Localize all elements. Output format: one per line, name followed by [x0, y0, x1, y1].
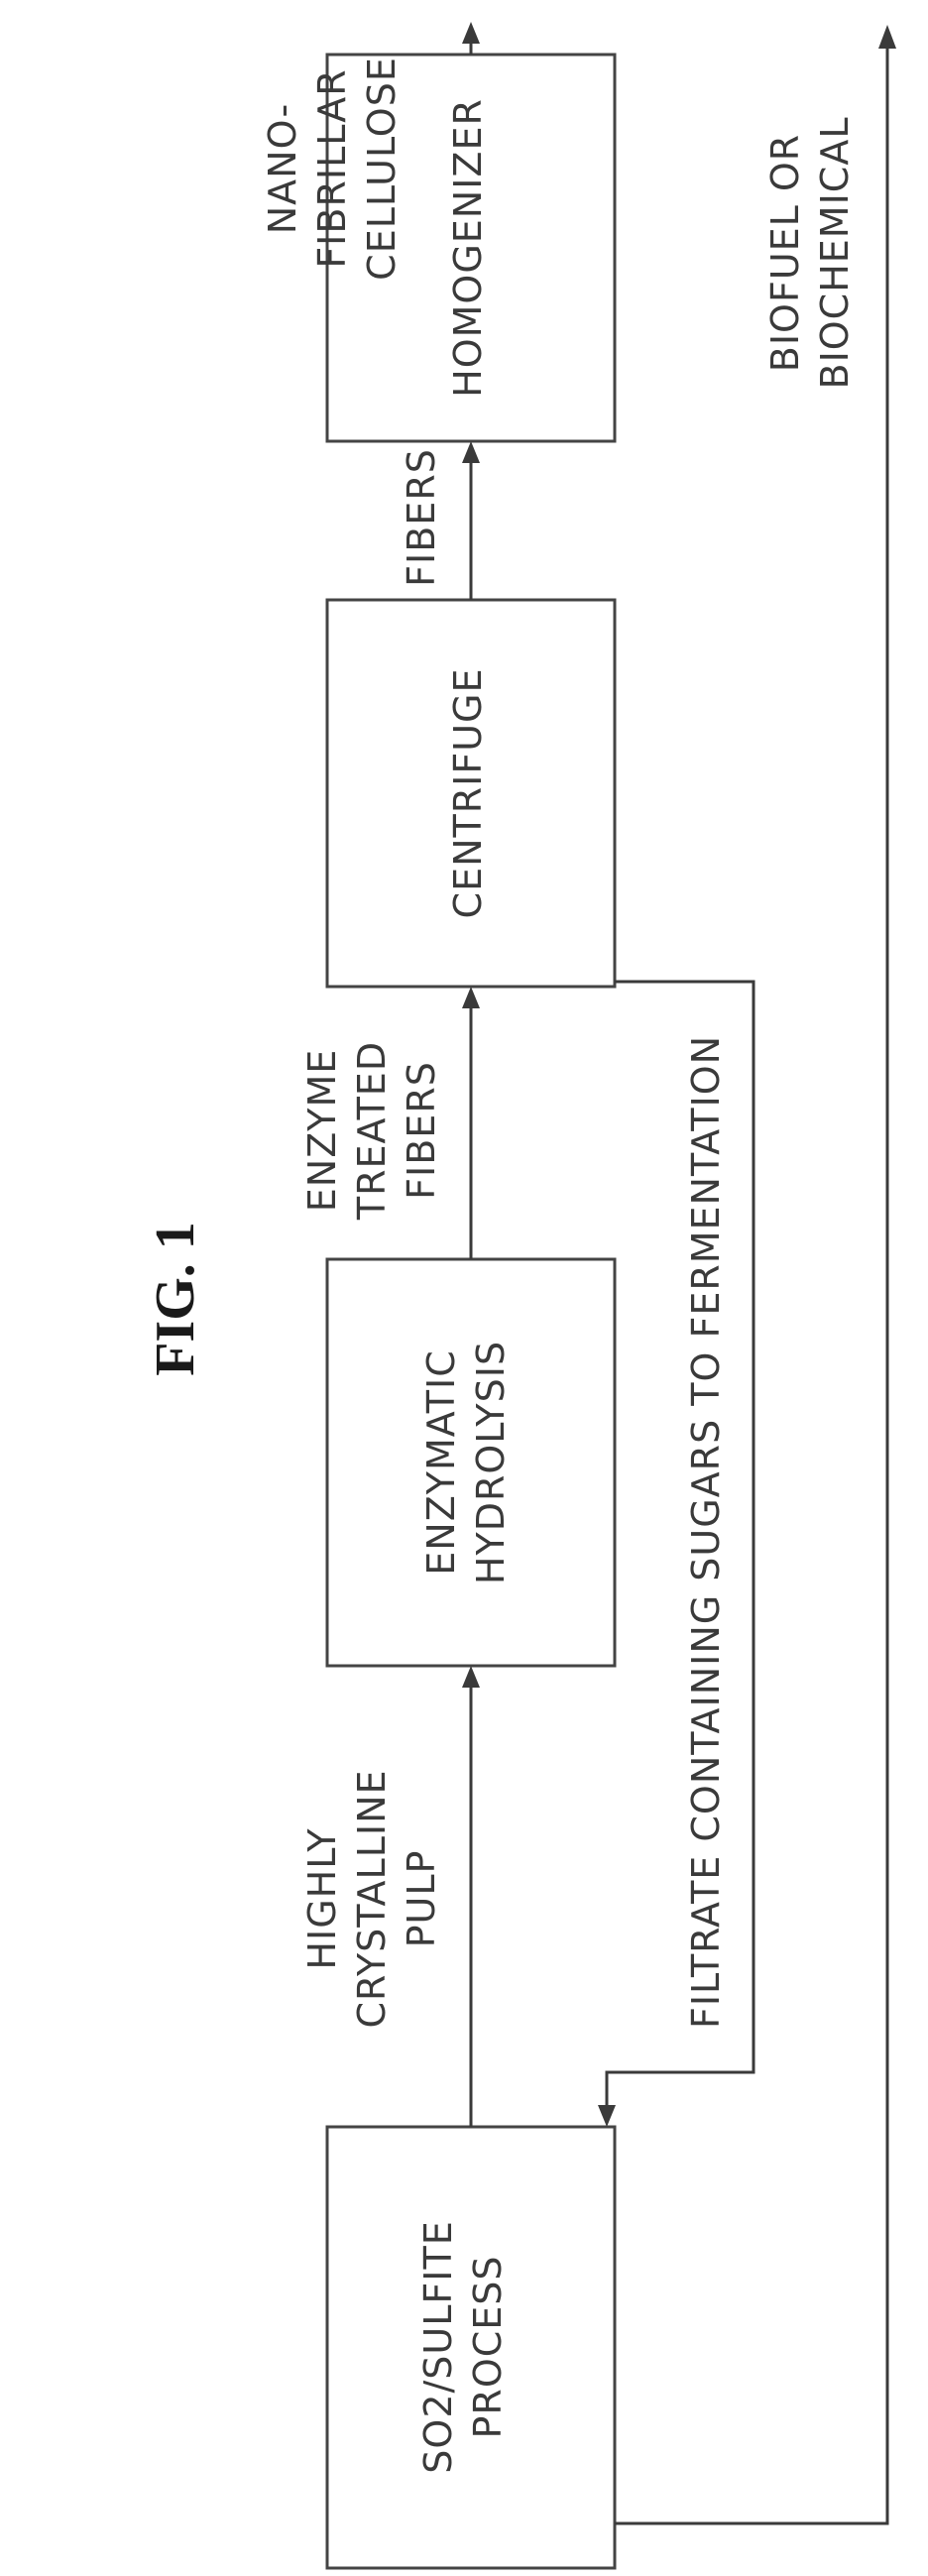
arrow-enzyme-fibers-head	[462, 987, 480, 1008]
enzyme-treated-fibers-label-line1: ENZYME	[300, 1049, 344, 1212]
so2-sulfite-box-label-line1: SO2/SULFITE	[416, 2220, 460, 2473]
biofuel-line	[615, 45, 887, 2523]
filtrate-return-head	[598, 2105, 616, 2127]
filtrate-label: FILTRATE CONTAINING SUGARS TO FERMENTATI…	[684, 1035, 728, 2029]
so2-sulfite-box-label-line2: PROCESS	[466, 2255, 510, 2438]
homogenizer-box-label: HOMOGENIZER	[446, 98, 490, 398]
nano-fibrillar-cellulose-label-line1: NANO-	[261, 103, 304, 235]
centrifuge-box-label: CENTRIFUGE	[446, 668, 490, 919]
arrow-pulp-head	[462, 1666, 480, 1688]
fibers-label: FIBERS	[400, 448, 443, 587]
enzyme-treated-fibers-label-line2: TREATED	[350, 1041, 394, 1221]
biofuel-head	[878, 25, 896, 49]
highly-crystalline-pulp-label-line1: HIGHLY	[300, 1827, 344, 1969]
nano-fibrillar-cellulose-label-line2: FIBRILLAR	[310, 68, 354, 268]
figure-title: FIG. 1	[145, 1222, 206, 1376]
enzymatic-hydrolysis-box-label-line2: HYDROLYSIS	[469, 1341, 513, 1584]
arrow-nanocellulose-head	[462, 22, 480, 44]
enzymatic-hydrolysis-box-label-line1: ENZYMATIC	[419, 1349, 463, 1575]
highly-crystalline-pulp-label-line3: PULP	[400, 1850, 443, 1948]
nano-fibrillar-cellulose-label-line3: CELLULOSE	[360, 57, 404, 281]
highly-crystalline-pulp-label-line2: CRYSTALLINE	[350, 1769, 394, 2028]
enzyme-treated-fibers-label-line3: FIBERS	[400, 1061, 443, 1200]
filtrate-return-line	[607, 982, 754, 2109]
arrow-fibers-head	[462, 441, 480, 463]
biofuel-label-line2: BIOCHEMICAL	[813, 117, 857, 390]
biofuel-label-line1: BIOFUEL OR	[763, 134, 807, 372]
